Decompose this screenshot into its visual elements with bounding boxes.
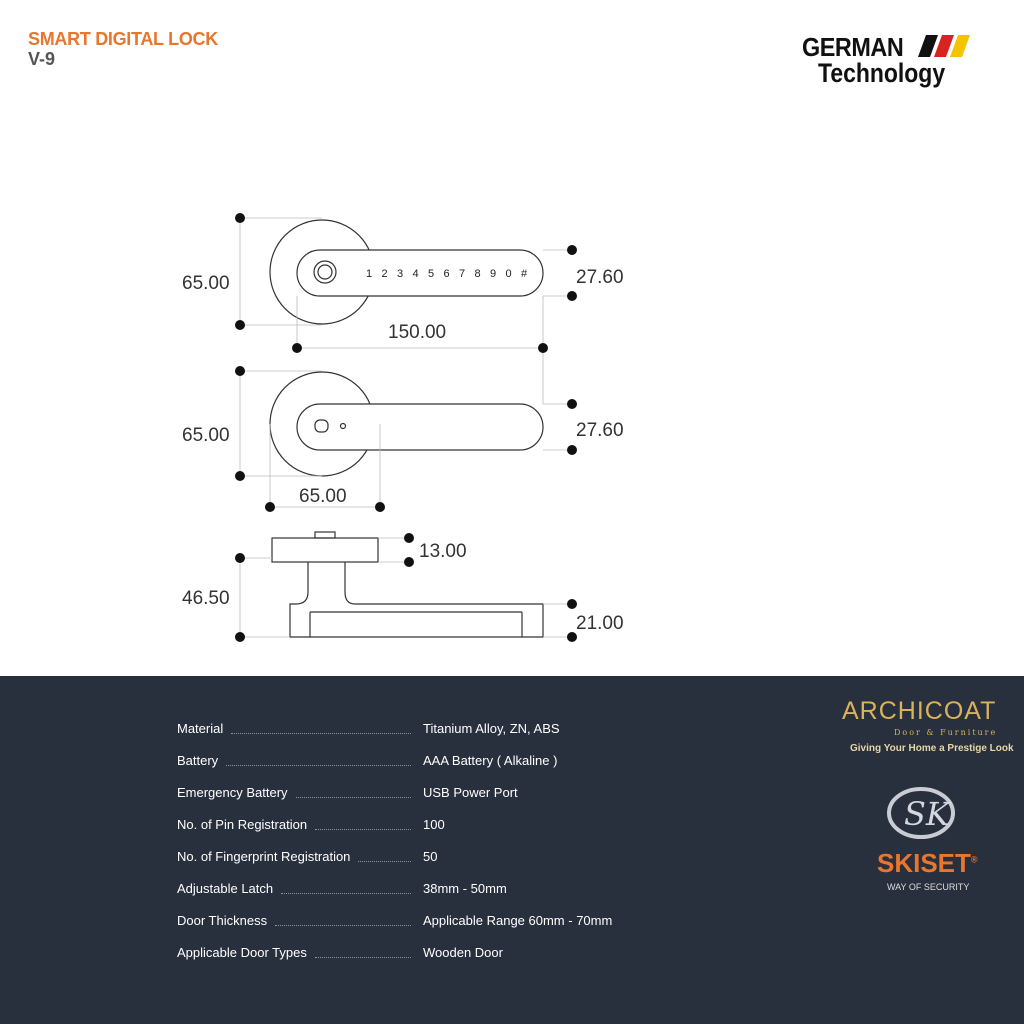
spec-row: Material Titanium Alloy, ZN, ABS [177,721,637,741]
spec-value: 38mm - 50mm [423,881,507,896]
keypad-key: 2 [382,268,388,280]
spec-value: 100 [423,817,445,832]
dim-back-height: 65.00 [182,425,230,446]
leader-dots [281,893,411,894]
leader-dots [315,829,411,830]
spec-panel [0,676,1024,1024]
skiset-emblem-icon: SK [887,787,955,839]
spec-value: Applicable Range 60mm - 70mm [423,913,613,928]
spec-value: Wooden Door [423,945,503,960]
dim-back-handle-height: 27.60 [576,420,624,441]
dim-length: 150.00 [388,322,446,343]
keypad-key: 7 [459,268,465,280]
dim-lever-thickness: 21.00 [576,613,624,634]
spec-row: Applicable Door Types Wooden Door [177,945,637,965]
spec-row: No. of Pin Registration 100 [177,817,637,837]
dim-rose-thickness: 13.00 [419,541,467,562]
spec-row: Battery AAA Battery ( Alkaline ) [177,753,637,773]
spec-label: Adjustable Latch [177,881,274,896]
keypad-key: 6 [444,268,450,280]
spec-label: No. of Pin Registration [177,817,308,832]
keypad-key: 8 [475,268,481,280]
svg-text:SK: SK [904,795,952,833]
spec-row: Door Thickness Applicable Range 60mm - 70… [177,913,637,933]
leader-dots [296,797,411,798]
dim-projection: 46.50 [182,588,230,609]
keypad-key: 4 [413,268,419,280]
archicoat-logo: ARCHICOAT Door & Furniture Giving Your H… [842,697,1014,754]
spec-label: No. of Fingerprint Registration [177,849,351,864]
spec-row: No. of Fingerprint Registration 50 [177,849,637,869]
product-model: V-9 [28,49,56,69]
skiset-tagline: WAY OF SECURITY [887,882,970,892]
spec-value: 50 [423,849,438,864]
leader-dots [231,733,411,734]
spec-label: Material [177,721,224,736]
spec-label: Battery [177,753,219,768]
spec-label: Emergency Battery [177,785,288,800]
product-title: SMART DIGITAL LOCK [28,29,218,49]
german-technology-logo: GERMAN Technology [802,32,982,92]
spec-row: Adjustable Latch 38mm - 50mm [177,881,637,901]
spec-label: Applicable Door Types [177,945,307,960]
leader-dots [275,925,411,926]
leader-dots [358,861,411,862]
dimension-markers [235,213,577,642]
keypad-key: 5 [428,268,434,280]
keypad-key: 1 [366,268,372,280]
back-view [239,370,572,508]
dim-rose-width: 65.00 [299,486,347,507]
keypad-key: 3 [397,268,403,280]
spec-value: AAA Battery ( Alkaline ) [423,753,558,768]
dim-front-handle-height: 27.60 [576,267,624,288]
spec-value: USB Power Port [423,785,518,800]
spec-label: Door Thickness [177,913,268,928]
leader-dots [226,765,411,766]
spec-value: Titanium Alloy, ZN, ABS [423,721,560,736]
side-view [239,531,572,638]
skiset-logo: SKISET® [877,848,978,878]
keypad-key: 0 [506,268,512,280]
leader-dots [315,957,411,958]
dim-front-height: 65.00 [182,273,230,294]
keypad-key: # [521,268,528,280]
keypad-key: 9 [490,268,496,280]
spec-row: Emergency Battery USB Power Port [177,785,637,805]
